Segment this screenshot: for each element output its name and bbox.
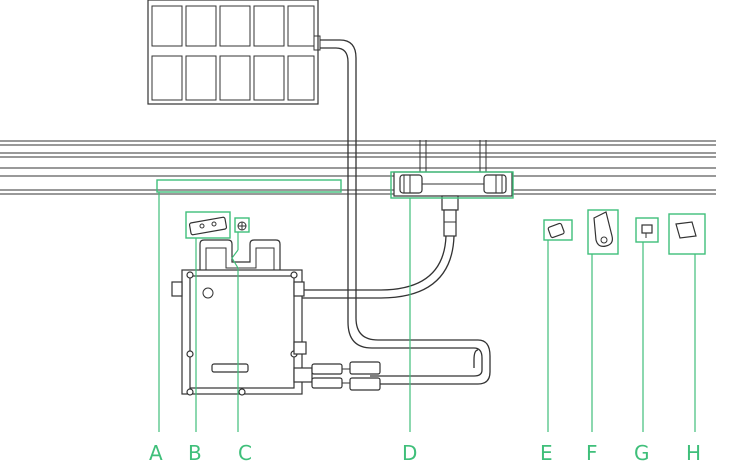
panel-cable xyxy=(320,39,491,385)
part-c-screw xyxy=(237,221,247,231)
microinverter xyxy=(171,239,313,396)
highlight-boxes xyxy=(156,171,706,255)
dc-connectors xyxy=(311,361,381,391)
ac-cable xyxy=(300,235,455,299)
part-b-bracket xyxy=(188,216,228,236)
label-e: E xyxy=(540,441,553,465)
cable-clamp-connector xyxy=(393,140,513,237)
solar-panel xyxy=(147,0,321,105)
label-b: B xyxy=(188,441,202,465)
part-f-wrench xyxy=(593,211,613,247)
part-h-cover xyxy=(675,221,697,239)
label-h: H xyxy=(686,441,701,465)
label-c: C xyxy=(238,441,252,465)
label-f: F xyxy=(586,441,598,465)
label-d: D xyxy=(402,441,417,465)
label-a: A xyxy=(149,441,163,465)
part-labels: A B C D E F G H xyxy=(149,441,701,465)
part-g-cap xyxy=(641,224,653,238)
mounting-rail xyxy=(0,140,716,195)
label-g: G xyxy=(634,441,650,465)
callout-lines xyxy=(158,192,696,432)
part-e-clip xyxy=(547,222,565,239)
